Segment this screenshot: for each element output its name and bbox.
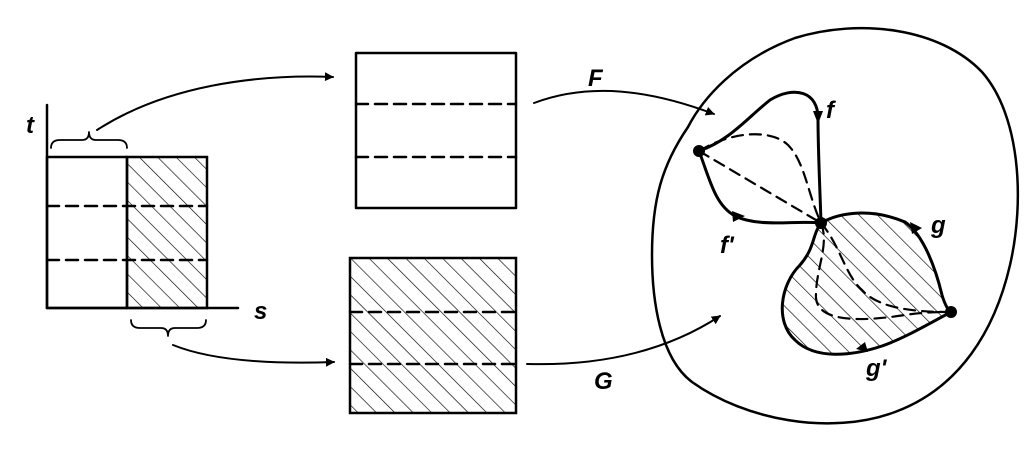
arrowhead-g-prime [856,342,868,352]
homotopy-dashed-f-1 [697,133,823,225]
bottom-brace [130,319,207,337]
homotopy-dashed-g-2 [814,221,953,321]
homotopy-dashed-g-1 [819,221,953,314]
upper-square [354,51,518,210]
lower-square-hatched [348,256,518,415]
t-axis-label: t [26,112,35,139]
space-outline [650,26,1020,425]
end-point [945,306,957,318]
map-G-label: G [594,368,613,395]
arrowhead-f-prime [732,211,745,222]
parameter-domain: t s [26,103,267,337]
target-space: f f' g g' [650,26,1020,425]
s-axis-label: s [254,298,267,325]
right-half-square-hatched [125,155,209,310]
path-f [697,90,823,225]
hatched-region-g [780,211,954,356]
path-f-label: f [826,97,836,124]
arrow-map-G [526,315,721,366]
top-brace [50,131,128,149]
arrowhead-f [813,111,823,124]
start-point [693,145,705,157]
arrow-map-F [533,89,715,116]
path-g-prime-label: g' [865,355,888,382]
arrow-to-upper-square [96,72,334,131]
map-F-label: F [588,65,604,92]
homotopy-dashed-f-2 [697,149,823,225]
path-g-label: g [930,212,946,239]
arrow-to-lower-square [172,344,335,367]
path-f-prime-label: f' [720,232,735,259]
left-half-square [45,155,129,310]
middle-point [815,217,827,229]
arrowhead-g [910,222,922,234]
